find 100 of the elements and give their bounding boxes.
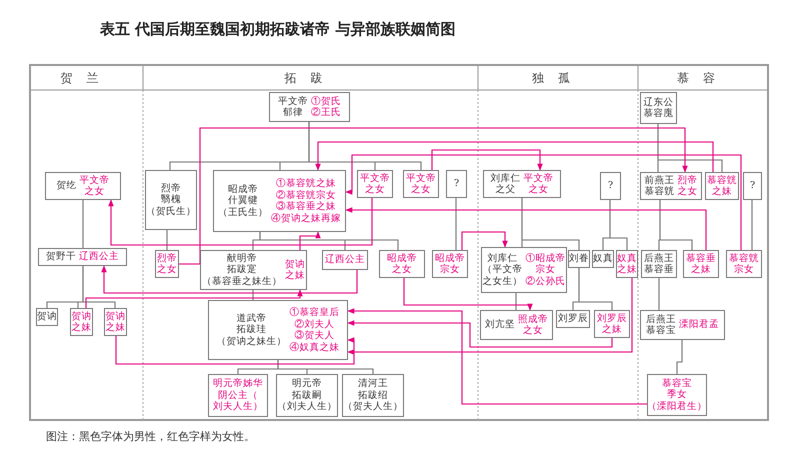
person-box: [568, 250, 590, 268]
person-name: ①昭成帝宗女②公孙氏: [526, 252, 566, 288]
person-name: ?: [750, 180, 756, 192]
marriage-arrow: [347, 320, 613, 348]
person-name: 刘库仁（平文帝之女生）: [482, 252, 522, 288]
marriage-arrow: [115, 336, 355, 365]
lineage-line: [609, 200, 628, 250]
person-box: [269, 92, 350, 122]
marriage-arrow: [299, 231, 321, 250]
person-name: 刘眷: [569, 253, 589, 265]
person-name: 贺纥: [56, 180, 76, 192]
person-name: 平文帝之女: [406, 172, 436, 196]
marriage-arrow: [179, 127, 688, 265]
lineage-line: [658, 278, 660, 310]
lineage-line: [515, 293, 517, 310]
caption: 图注：黑色字体为男性，红色字样为女性。: [46, 429, 255, 444]
lineage-line: [166, 230, 168, 250]
marriage-arrow: [347, 308, 647, 405]
diagram-title: 表五 代国后期至魏国初期拓跋诸帝 与异部族联姻简图: [100, 20, 456, 39]
person-name: 烈帝之女: [678, 174, 698, 198]
person-box: [483, 170, 561, 198]
lineage-line: [82, 200, 84, 248]
person-name: 奴真之妹: [617, 252, 637, 276]
person-name: 辽西公主: [325, 254, 365, 266]
person-name: 献明帝拓跋寔（慕容垂之妹生）: [202, 252, 282, 288]
person-box: [600, 172, 621, 200]
person-name: 贺讷之妹: [285, 258, 305, 282]
column-header: 贺兰: [60, 70, 114, 87]
lineage-line: [657, 124, 723, 172]
person-name: 刘亢坚: [485, 319, 515, 331]
person-box: [208, 300, 348, 360]
person-name: ①慕容皇后②刘夫人③贺夫人④奴真之妹: [290, 307, 340, 353]
person-name: 溧阳君孟: [679, 319, 719, 331]
person-box: [45, 172, 121, 200]
column-header: 慕容: [676, 70, 730, 87]
marriage-arrow: [345, 207, 707, 250]
lineage-line: [751, 200, 753, 250]
lineage-line: [252, 290, 254, 300]
marriage-arrow: [108, 198, 373, 246]
lineage-line: [308, 122, 422, 170]
person-name: 贺讷之妹: [72, 310, 92, 334]
column-header: 拓跋: [284, 70, 338, 87]
person-name: 辽西公主: [79, 251, 119, 263]
person-name: 照成帝之女: [518, 314, 548, 336]
person-name: 烈帝翳槐（贺氏生）: [146, 182, 196, 218]
marriage-arrow: [345, 154, 742, 250]
person-box: [200, 250, 307, 290]
marriage-arrow: [85, 289, 303, 308]
person-box: [481, 247, 567, 293]
person-name: 烈帝之女: [157, 252, 177, 276]
person-box: [743, 172, 762, 200]
person-box: [640, 172, 702, 200]
lineage-line: [676, 340, 683, 374]
person-name: 清河王拓跋绍（贺夫人生）: [343, 378, 403, 413]
lineage-line: [455, 198, 457, 250]
person-name: 平文帝之女: [360, 172, 390, 196]
person-box: [640, 310, 725, 340]
person-name: 慕容皝宗女: [729, 252, 759, 276]
person-box: [592, 250, 614, 268]
person-name: ?: [608, 180, 614, 192]
person-box: [640, 92, 677, 124]
person-box: [213, 170, 346, 232]
person-box: [322, 250, 368, 270]
person-name: 刘罗辰之妹: [597, 312, 627, 336]
person-name: 昭成帝之女: [387, 252, 417, 276]
marriage-arrow: [431, 149, 543, 171]
person-name: 辽东公慕容廆: [644, 96, 674, 120]
person-name: 贺野干: [46, 251, 76, 263]
lineage-line: [521, 198, 580, 250]
person-name: 刘库仁之父: [490, 172, 520, 196]
person-name: 慕容皝之妹: [707, 174, 737, 198]
person-box: [480, 310, 553, 340]
person-name: 贺讷: [37, 311, 57, 323]
lineage-line: [277, 360, 374, 374]
person-name: 明元帝拓跋嗣（刘夫人生）: [277, 378, 337, 413]
person-name: 慕容垂之妹: [686, 252, 716, 276]
person-name: ①慕容皝之妹②慕容皝宗女③慕容垂之妹④贺讷之妹再嫁: [271, 178, 341, 224]
person-name: ①贺氏②王氏: [311, 96, 341, 118]
person-box: [36, 308, 58, 326]
person-name: 慕容宝季女（溧阳君生）: [647, 378, 707, 412]
person-box: [556, 310, 590, 328]
person-box: [145, 170, 197, 230]
person-name: 平文帝郁律: [278, 96, 308, 118]
lineage-line: [259, 232, 399, 250]
person-name: 贺讷之妹: [106, 310, 126, 334]
person-name: 平文帝之女: [524, 172, 554, 196]
person-name: 奴真: [593, 253, 613, 265]
person-name: 平文帝之女: [80, 174, 110, 198]
person-name: 后燕王慕容垂: [644, 252, 674, 276]
person-name: 明元帝姊华阴公主（刘夫人生）: [213, 378, 263, 413]
person-name: 昭成帝什翼犍（王氏生）: [218, 184, 268, 218]
marriage-arrow: [461, 231, 508, 250]
person-name: ?: [454, 178, 460, 190]
lineage-line: [578, 268, 613, 310]
marriage-arrow: [101, 265, 358, 294]
person-box: [38, 248, 127, 266]
person-name: 昭成帝宗女: [435, 252, 465, 276]
marriage-arrow: [315, 141, 714, 172]
marriage-arrow: [347, 278, 633, 355]
person-name: 道武帝拓跋珪（贺讷之妹生）: [216, 312, 286, 348]
